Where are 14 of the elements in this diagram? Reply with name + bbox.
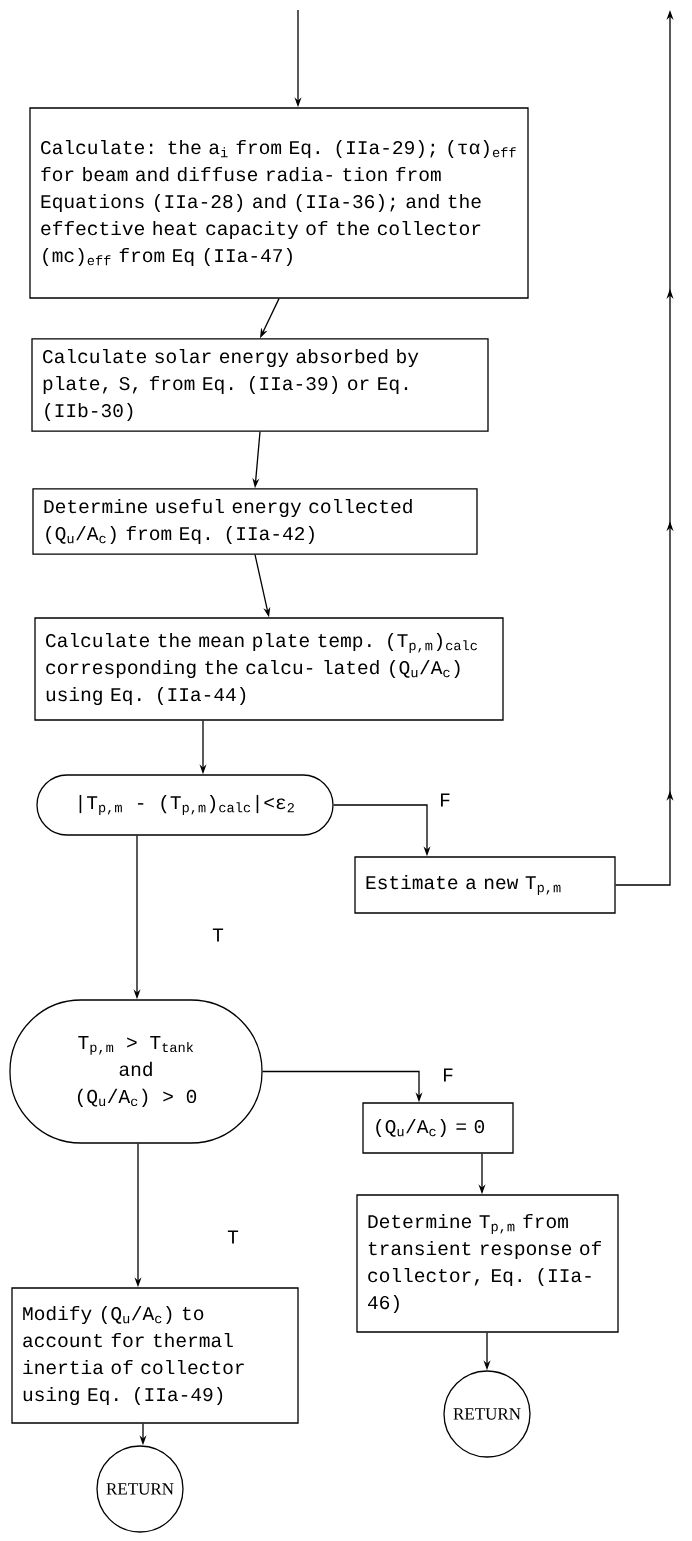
process-box: Calculate the mean plate temp. (T$_{p,m}$)$_{calc}$ corresponding the calcu- lated (Q$_{u}$/A$_{c}$) using Eq. (IIa-44) bbox=[34, 617, 504, 721]
decision-box: |T$_{p,m}$ - (T$_{p,m}$)$_{calc}$|<ε$_{2}$ bbox=[36, 774, 334, 836]
edge-label: F bbox=[437, 791, 453, 809]
edge-label: T bbox=[210, 926, 226, 944]
edge-label: F bbox=[440, 1066, 456, 1084]
process-box: Modify (Q$_{u}$/A$_{c}$) to account for thermal inertia of collector using Eq. (IIa-49) bbox=[11, 1287, 299, 1424]
process-box: Calculate solar energy absorbed by plate, S, from Eq. (IIa-39) or Eq. (IIb-30) bbox=[31, 338, 489, 432]
process-box: (Q$_{u}$/A$_{c}$) = 0 bbox=[362, 1102, 514, 1154]
decision-box: T$_{p,m}$ > T$_{tank}$ and (Q$_{u}$/A$_{c}$) > 0 bbox=[9, 999, 263, 1144]
process-box: Calculate: the a$_{i}$ from Eq. (IIa-29); (τα)$_{eff}$ for beam and diffuse radia- tion from Equations (IIa-28) and (IIa-36); and the effective heat capacity of the collector (mc)$_{eff}$ from Eq (IIa-47) bbox=[29, 107, 529, 299]
process-box: Determine T$_{p,m}$ from transient response of collector, Eq. (IIa-46) bbox=[356, 1194, 619, 1333]
process-box: Estimate a new T$_{p,m}$ bbox=[354, 856, 616, 914]
process-box: Determine useful energy collected (Q$_{u}$/A$_{c}$) from Eq. (IIa-42) bbox=[32, 488, 478, 555]
edge-label: T bbox=[225, 1228, 241, 1246]
